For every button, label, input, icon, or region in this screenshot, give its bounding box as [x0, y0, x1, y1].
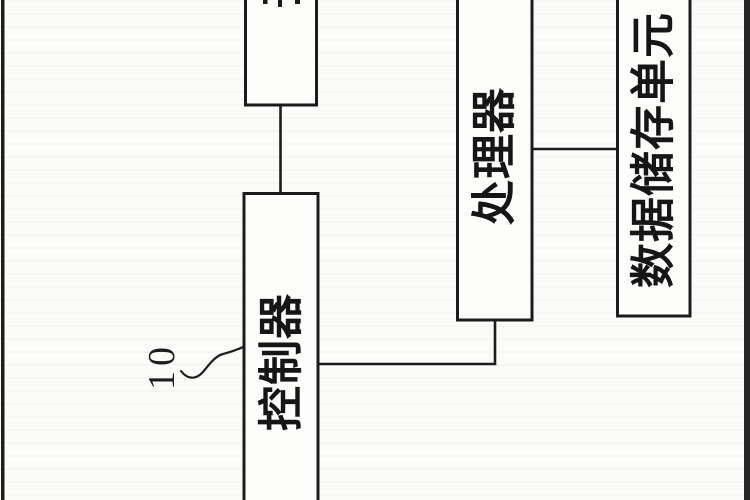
- reference-number-label: 10: [141, 342, 183, 390]
- storage-label: 数据储存单元: [627, 11, 679, 289]
- top-partial-box: [244, 0, 318, 107]
- controller-box: [242, 192, 320, 500]
- page-right-border: [744, 0, 750, 500]
- storage-box: [616, 0, 692, 318]
- processor-box: [456, 0, 534, 322]
- reference-leader-squiggle: [179, 345, 245, 379]
- page-left-border: [1, 0, 5, 500]
- processor-label: 处理器: [468, 86, 520, 226]
- connector-controller-processor: [318, 320, 497, 366]
- cutoff-text-fragments: [263, 0, 300, 7]
- controller-label: 控制器: [255, 292, 307, 432]
